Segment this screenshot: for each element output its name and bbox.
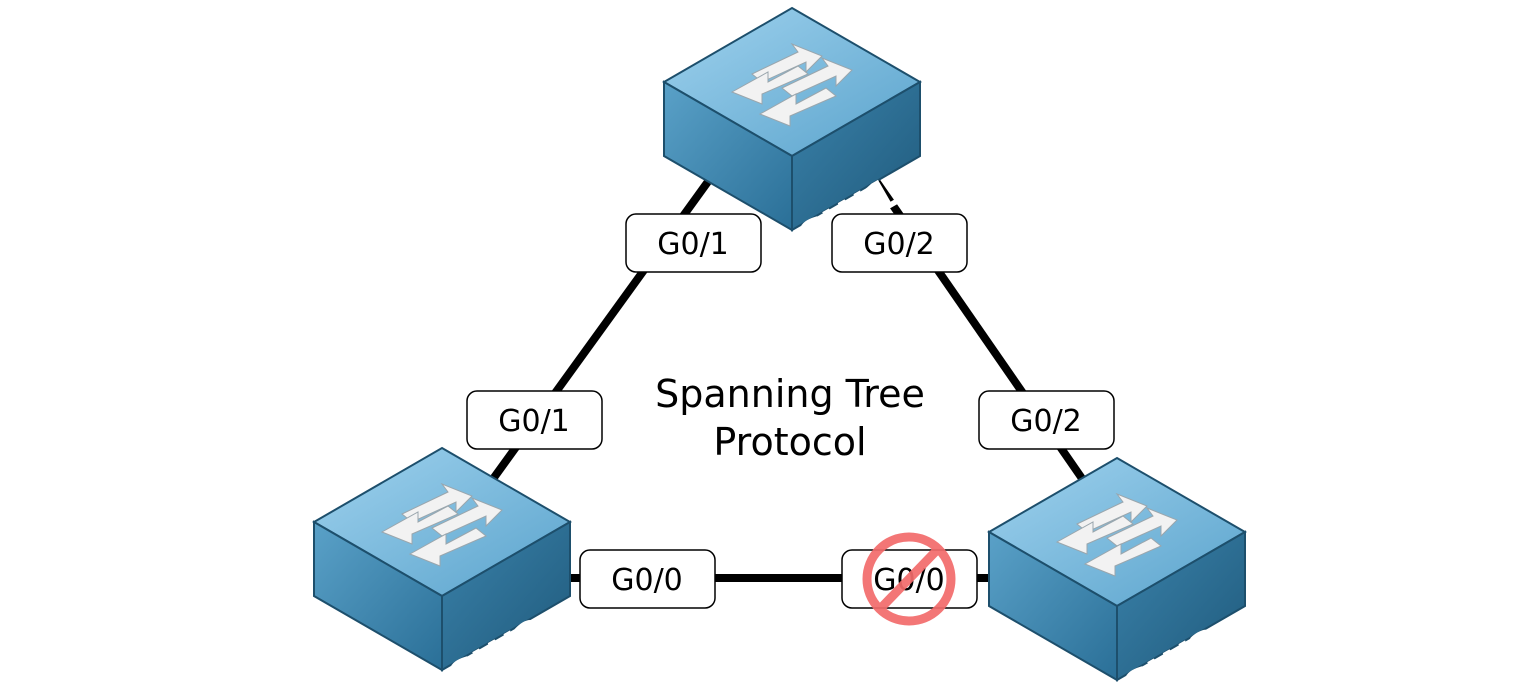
switch-right-face <box>791 80 921 232</box>
svg-text:G0/2: G0/2 <box>1010 404 1082 439</box>
port-label-sw1-g01: G0/1 <box>625 213 762 273</box>
svg-text:G0/1: G0/1 <box>657 227 729 262</box>
port-label-sw1-g02: G0/2 <box>831 213 968 273</box>
switch-right-face <box>1116 530 1246 682</box>
title-line-1: Spanning Tree <box>655 372 925 416</box>
svg-text:G0/2: G0/2 <box>863 227 935 262</box>
switch-sw2[interactable]: SW2 <box>312 446 572 700</box>
diagram-title: Spanning Tree Protocol <box>590 370 990 466</box>
title-line-2: Protocol <box>713 420 867 464</box>
svg-text:G0/0: G0/0 <box>611 563 683 598</box>
switch-right-face <box>441 520 571 672</box>
port-label-sw3-g02: G0/2 <box>978 390 1115 450</box>
port-label-sw2-g00: G0/0 <box>579 549 716 609</box>
switch-sw3[interactable]: SW3 <box>987 456 1247 700</box>
no-entry-icon <box>862 532 956 626</box>
port-label-sw2-g01: G0/1 <box>466 390 603 450</box>
svg-text:G0/1: G0/1 <box>498 404 570 439</box>
